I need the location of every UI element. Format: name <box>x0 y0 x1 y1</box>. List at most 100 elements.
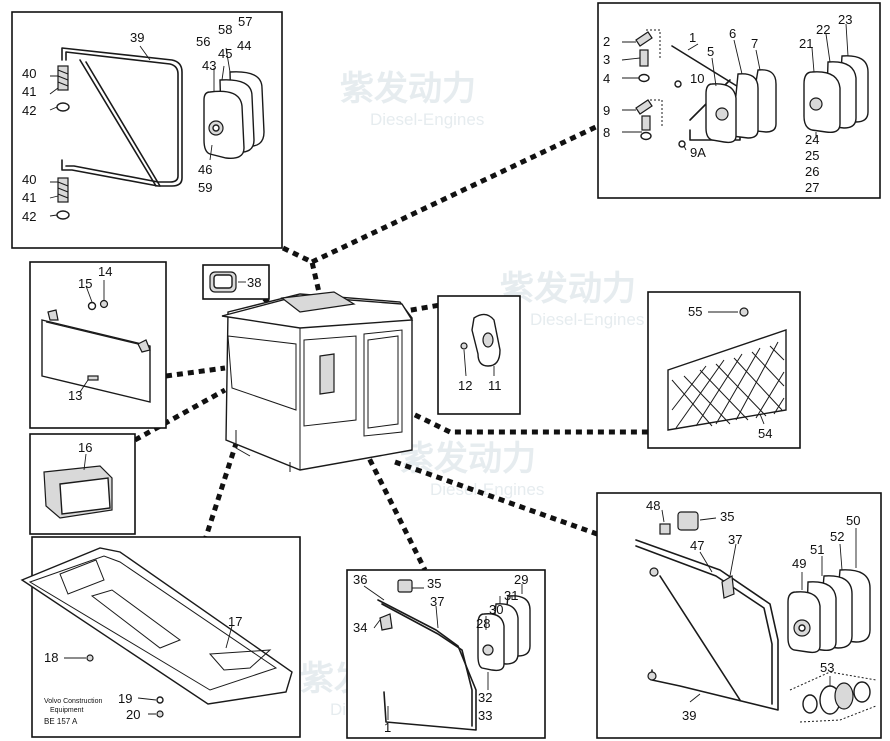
panel-left-mirror: 39 40 41 42 40 41 42 43 44 45 46 56 57 5… <box>11 11 283 249</box>
screw-icon <box>99 299 109 309</box>
screw-icon <box>649 567 659 577</box>
connector-mirror-lower-right <box>394 459 601 538</box>
mirror-bracket <box>635 539 779 711</box>
label-16: 16 <box>78 440 92 455</box>
label-35: 35 <box>427 576 441 591</box>
label-52: 52 <box>830 529 844 544</box>
mirror-bracket <box>377 599 477 731</box>
footer-company-line1: Volvo Construction <box>44 698 102 705</box>
visor-bracket-left <box>47 309 59 321</box>
label-11: 11 <box>488 378 502 393</box>
label-35: 35 <box>720 509 734 524</box>
washer-icon <box>156 696 164 704</box>
label-42: 42 <box>22 209 36 224</box>
label-21: 21 <box>799 36 813 51</box>
label-31: 31 <box>504 588 518 603</box>
panel-sun-visor: 15 14 13 <box>29 261 167 429</box>
label-55: 55 <box>688 304 702 319</box>
screw-icon <box>156 710 164 718</box>
label-28: 28 <box>476 616 490 631</box>
label-34: 34 <box>353 620 367 635</box>
label-3: 3 <box>603 52 610 67</box>
screw-icon <box>739 307 749 317</box>
label-7: 7 <box>751 36 758 51</box>
connector-mirror-right <box>310 122 602 265</box>
label-41: 41 <box>22 190 36 205</box>
label-9A: 9A <box>690 145 706 160</box>
label-42: 42 <box>22 103 36 118</box>
leader-lines <box>661 509 857 703</box>
label-10: 10 <box>690 71 704 86</box>
mirror-brace <box>79 59 157 187</box>
panel-right-mirror: 2 3 4 9 8 9A 10 1 5 6 7 21 22 23 24 25 2… <box>597 2 881 199</box>
connector-net <box>403 407 648 435</box>
screw-icon <box>674 80 682 88</box>
label-44: 44 <box>237 38 251 53</box>
leader-lines <box>49 45 231 217</box>
label-18: 18 <box>44 650 58 665</box>
washer-icon <box>87 301 97 311</box>
mirror-ball-joint <box>482 644 494 656</box>
label-30: 30 <box>489 602 503 617</box>
label-37: 37 <box>728 532 742 547</box>
connector-hook <box>399 302 441 315</box>
label-54: 54 <box>758 426 772 441</box>
panel-dome-light: 38 <box>202 264 270 300</box>
footer-company-line2: Equipment <box>50 707 84 714</box>
clip-lower <box>635 99 653 115</box>
label-49: 49 <box>792 556 806 571</box>
label-51: 51 <box>810 542 824 557</box>
label-17: 17 <box>228 614 242 629</box>
label-22: 22 <box>816 22 830 37</box>
label-48: 48 <box>646 498 660 513</box>
nut-icon <box>56 210 70 220</box>
nut-icon <box>640 131 652 141</box>
panel-mirror-lower-center: 36 35 37 34 28 29 30 31 32 33 1 <box>346 569 546 739</box>
mirror-glass <box>731 73 759 139</box>
dome-light-lens <box>213 274 233 289</box>
hook-hole <box>482 332 494 348</box>
clip-outline <box>646 29 663 126</box>
label-29: 29 <box>514 572 528 587</box>
label-38: 38 <box>247 275 261 290</box>
label-19: 19 <box>118 691 132 706</box>
visor-tab <box>87 375 99 381</box>
nut-icon <box>56 102 70 112</box>
mirror-bracket-inner <box>381 603 473 727</box>
shelf-recess <box>208 649 272 671</box>
label-12: 12 <box>458 378 472 393</box>
label-33: 33 <box>478 708 492 723</box>
label-50: 50 <box>846 513 860 528</box>
label-26: 26 <box>805 164 819 179</box>
label-36: 36 <box>353 572 367 587</box>
label-39: 39 <box>682 708 696 723</box>
watermark-text-cn: 紫发动力 <box>340 70 476 108</box>
cab-window-front <box>303 335 357 427</box>
label-58: 58 <box>218 22 232 37</box>
label-14: 14 <box>98 264 112 279</box>
connector-plug <box>379 613 393 631</box>
footer-code: BE 157 A <box>44 717 78 726</box>
spring-lower <box>56 177 70 220</box>
mirror-bracket-inner <box>635 545 773 705</box>
mirror-arm <box>671 45 741 141</box>
clip-upper <box>635 31 653 47</box>
mirror-motor-53 <box>789 671 877 723</box>
screw-icon <box>678 140 686 148</box>
leader-lines <box>463 349 495 377</box>
label-5: 5 <box>707 44 714 59</box>
label-1: 1 <box>689 30 696 45</box>
leader-lines <box>83 453 87 471</box>
cab-base <box>235 430 291 472</box>
watermark-text-en: Diesel-Engines <box>530 310 644 329</box>
storage-net-mesh <box>671 341 785 429</box>
mirror-bracket-inner <box>65 51 179 183</box>
label-46: 46 <box>198 162 212 177</box>
watermark-text-cn: 紫发动力 <box>400 440 536 478</box>
visor-bracket-right <box>137 339 151 353</box>
storage-shelf <box>20 547 293 705</box>
label-45: 45 <box>218 46 232 61</box>
cab-door <box>363 329 403 437</box>
label-2: 2 <box>603 34 610 49</box>
